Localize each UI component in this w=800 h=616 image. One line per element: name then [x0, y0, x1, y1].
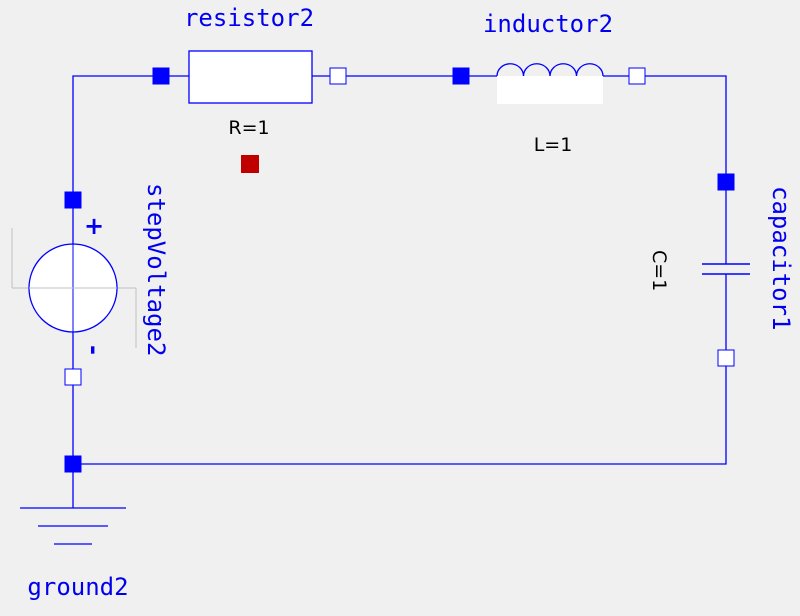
- ground-component[interactable]: [20, 455, 126, 545]
- capacitor-component[interactable]: [702, 173, 750, 367]
- resistor-parameter-label: R=1: [228, 117, 269, 139]
- resistor-port-p[interactable]: [152, 67, 170, 85]
- capacitor-name-label: capacitor1: [767, 186, 795, 331]
- capacitor-parameter-label: C=1: [648, 250, 670, 291]
- ground-port[interactable]: [64, 455, 82, 473]
- wire-capacitor-to-ground: [73, 358, 727, 465]
- wire-source-to-resistor: [72, 75, 161, 200]
- inductor-component[interactable]: [452, 63, 646, 104]
- inductor-parameter-label: L=1: [534, 134, 573, 156]
- source-port-n[interactable]: [64, 368, 82, 386]
- inductor-name-label: inductor2: [483, 10, 613, 38]
- resistor-component[interactable]: [152, 50, 347, 104]
- resistor-name-label: resistor2: [184, 4, 314, 32]
- inductor-port-n[interactable]: [628, 67, 646, 85]
- resistor-body[interactable]: [188, 50, 313, 104]
- step-voltage-source[interactable]: [11, 191, 137, 386]
- ground-name-label: ground2: [27, 573, 128, 601]
- source-plus-sign: +: [84, 212, 104, 240]
- inductor-port-p[interactable]: [452, 67, 470, 85]
- capacitor-port-n[interactable]: [717, 349, 735, 367]
- selection-marker[interactable]: [241, 155, 259, 173]
- inductor-body[interactable]: [497, 76, 603, 104]
- source-name-label: stepVoltage2: [142, 183, 170, 356]
- capacitor-port-p[interactable]: [717, 173, 735, 191]
- wire-inductor-to-capacitor: [637, 75, 727, 182]
- resistor-port-n[interactable]: [329, 67, 347, 85]
- wires: [72, 75, 727, 465]
- source-minus-sign: -: [80, 345, 108, 355]
- inductor-coils[interactable]: [496, 63, 604, 77]
- source-port-p[interactable]: [64, 191, 82, 209]
